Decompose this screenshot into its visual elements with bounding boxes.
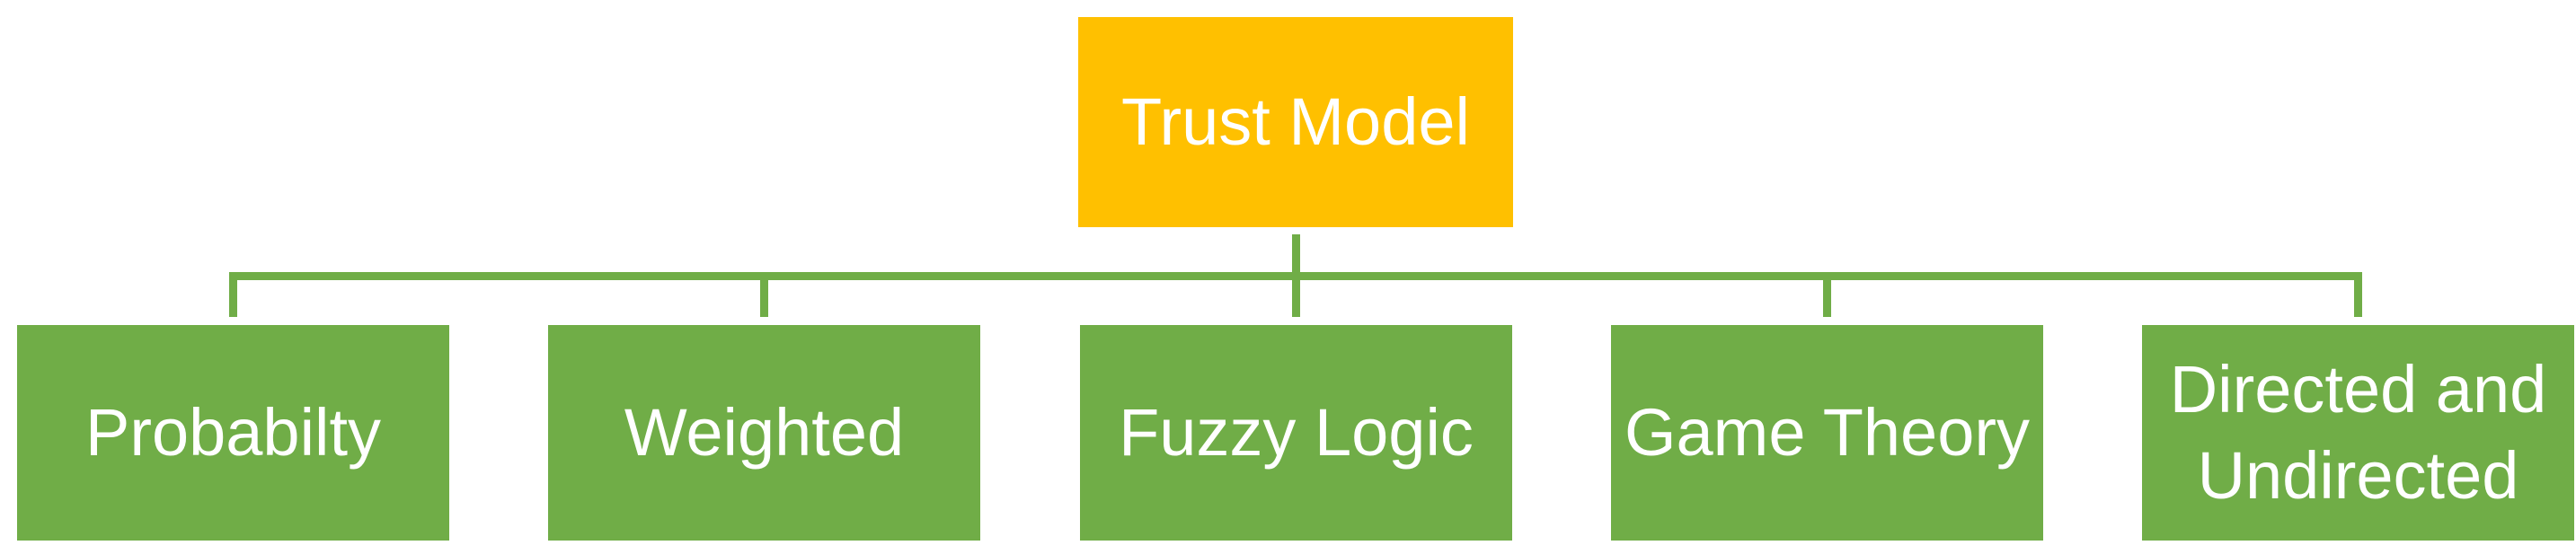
connector-drop-fuzzy-logic xyxy=(1292,280,1300,317)
connector-drop-directed-undirected xyxy=(2354,280,2362,317)
connector-drop-game-theory xyxy=(1823,280,1831,317)
connector-drop-weighted xyxy=(760,280,768,317)
node-trust-model: Trust Model xyxy=(1078,17,1513,227)
node-fuzzy-logic: Fuzzy Logic xyxy=(1080,325,1512,541)
connector-horizontal-bar xyxy=(229,272,2362,280)
connector-drop-probability xyxy=(229,280,237,317)
node-probability: Probabilty xyxy=(17,325,449,541)
node-directed-undirected: Directed and Undirected xyxy=(2142,325,2574,541)
node-game-theory: Game Theory xyxy=(1611,325,2043,541)
connector-trunk xyxy=(1292,234,1300,272)
node-weighted: Weighted xyxy=(548,325,980,541)
